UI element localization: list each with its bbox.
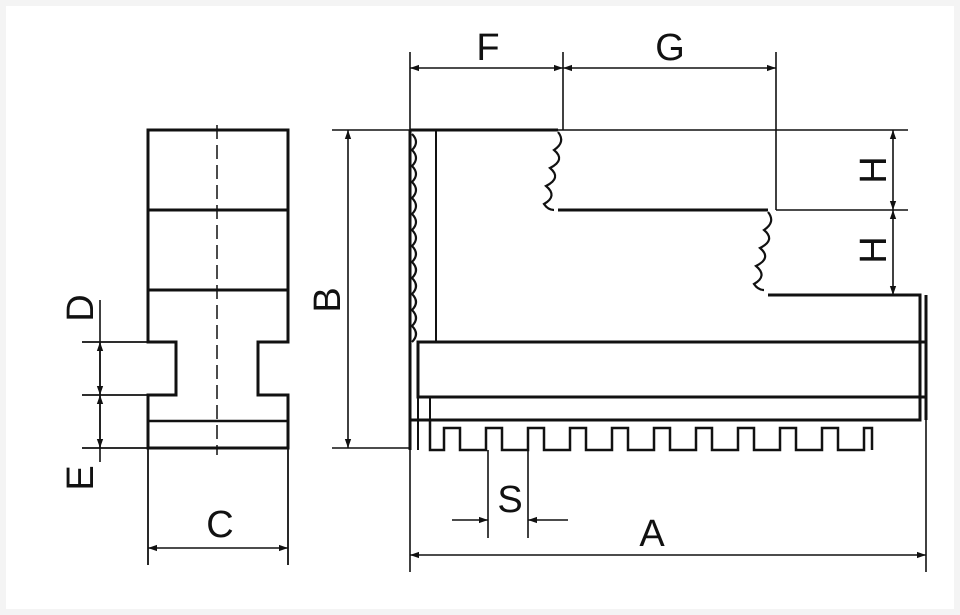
jaw-step-profile (410, 128, 922, 422)
serration-teeth-left (410, 133, 418, 343)
label-c: C (206, 504, 233, 546)
front-view (408, 128, 928, 452)
label-h-lower: H (853, 236, 895, 263)
bottom-teeth (428, 420, 874, 452)
label-h-upper: H (853, 156, 895, 183)
drawing-canvas (6, 6, 954, 609)
side-view (82, 125, 290, 565)
label-a: A (639, 513, 665, 555)
label-e: E (60, 465, 102, 490)
label-d: D (60, 294, 102, 321)
front-extension-lines (332, 52, 927, 572)
serration-teeth-step-1 (542, 131, 563, 212)
serration-teeth-step-2 (752, 211, 773, 292)
label-f: F (476, 27, 499, 69)
label-s: S (497, 479, 522, 521)
jaw-base-rail (416, 340, 928, 399)
label-g: G (655, 27, 685, 69)
label-b: B (307, 287, 349, 312)
